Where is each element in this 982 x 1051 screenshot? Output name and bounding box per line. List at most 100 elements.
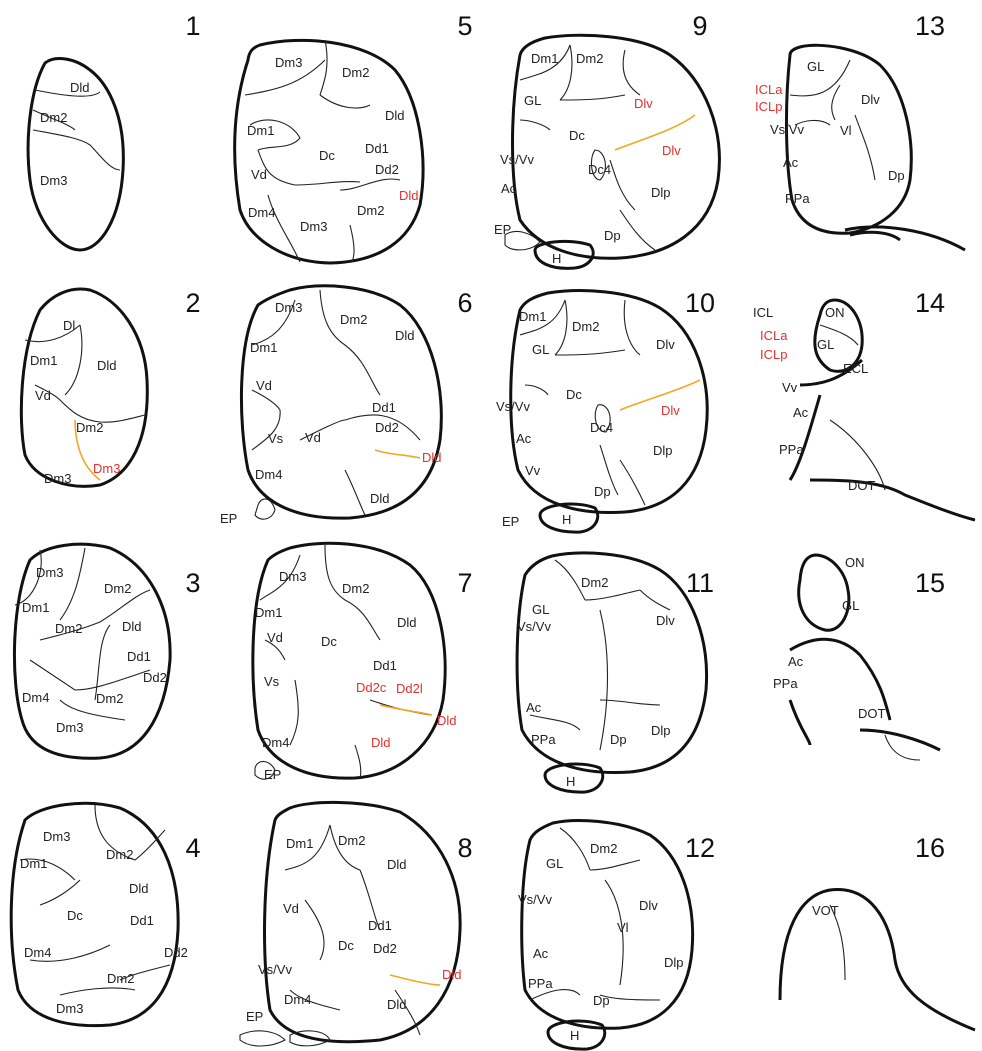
region-label: Dc — [67, 908, 83, 923]
region-label: Dm1 — [247, 123, 274, 138]
region-label: ICLp — [760, 347, 787, 362]
region-label: Dm4 — [262, 735, 289, 750]
region-label: DOT — [848, 478, 876, 493]
region-label: Ac — [501, 181, 517, 196]
region-label: Ac — [533, 946, 549, 961]
region-label: PPa — [531, 732, 556, 747]
region-label: Dld — [129, 881, 149, 896]
region-label: Dm3 — [43, 829, 70, 844]
region-label: Dm3 — [279, 569, 306, 584]
section-number: 6 — [457, 288, 472, 318]
region-label: Dm3 — [44, 471, 71, 486]
region-label: Dc — [569, 128, 585, 143]
region-label: GL — [546, 856, 563, 871]
region-label: Vd — [251, 167, 267, 182]
region-label: Dm2 — [106, 847, 133, 862]
section-number: 9 — [692, 11, 707, 41]
region-label: H — [552, 251, 561, 266]
section-number: 16 — [915, 833, 945, 863]
region-label: GL — [817, 337, 834, 352]
region-label: Dd1 — [130, 913, 154, 928]
region-label: Dm1 — [255, 605, 282, 620]
region-label: Dld — [387, 857, 407, 872]
region-label: Dm3 — [40, 173, 67, 188]
region-label: Dd2 — [375, 162, 399, 177]
region-label: Ac — [526, 700, 542, 715]
section-8: 8Dm1Dm2DldVdDd1DcDd2Vs/VvDldDm4DldEP — [246, 833, 473, 1024]
region-label: Dd1 — [365, 141, 389, 156]
region-label: Dm4 — [248, 205, 275, 220]
region-label: Vs/Vv — [496, 399, 530, 414]
region-label: Dld — [70, 80, 90, 95]
section-number: 7 — [457, 568, 472, 598]
region-label: Dlv — [656, 337, 675, 352]
region-label: Dm1 — [250, 340, 277, 355]
region-label: Dld — [370, 491, 390, 506]
region-label: Dp — [594, 484, 611, 499]
region-label: Vs — [264, 674, 280, 689]
region-label: GL — [524, 93, 541, 108]
region-label: Vs/Vv — [500, 152, 534, 167]
section-7: 7Dm3Dm2Dm1DldVdDcDd1Dd2cDd2lVsDldDldDm4E… — [255, 568, 473, 782]
region-label: Dc — [321, 634, 337, 649]
region-label: Dm1 — [30, 353, 57, 368]
section-number: 1 — [185, 11, 200, 41]
region-label: Dld — [437, 713, 457, 728]
region-label: PPa — [773, 676, 798, 691]
region-label: Dm3 — [56, 1001, 83, 1016]
region-label: Dm3 — [56, 720, 83, 735]
region-label: EP — [246, 1009, 263, 1024]
region-label: Dld — [122, 619, 142, 634]
section-number: 14 — [915, 288, 945, 318]
region-label: Vd — [35, 388, 51, 403]
region-label: PPa — [528, 976, 553, 991]
region-label: ON — [845, 555, 865, 570]
region-label: Dm3 — [275, 300, 302, 315]
region-label: Dd2l — [396, 681, 423, 696]
region-label: H — [562, 512, 571, 527]
region-label: EP — [220, 511, 237, 526]
region-label: Dm3 — [300, 219, 327, 234]
region-label: Dc — [338, 938, 354, 953]
region-label: Dlv — [661, 403, 680, 418]
region-label: Vs/Vv — [258, 962, 292, 977]
region-label: Dd2 — [373, 941, 397, 956]
region-label: Ac — [783, 155, 799, 170]
region-label: Dm2 — [357, 203, 384, 218]
region-label: Vd — [305, 430, 321, 445]
region-label: Vv — [525, 463, 541, 478]
region-label: Dd2 — [164, 945, 188, 960]
section-10: 10Dm1Dm2GLDlvVs/VvDcDlvAcDc4DlpVvDpEPH — [496, 288, 715, 529]
region-label: Dm2 — [104, 581, 131, 596]
region-label: GL — [532, 602, 549, 617]
region-label: Vd — [267, 630, 283, 645]
section-16: 16VOT — [812, 833, 945, 918]
region-label: Vs/Vv — [517, 619, 551, 634]
region-label: GL — [807, 59, 824, 74]
region-label: EP — [264, 767, 281, 782]
region-label: Dlv — [861, 92, 880, 107]
section-number: 12 — [685, 833, 715, 863]
region-label: H — [570, 1028, 579, 1043]
region-label: Dm3 — [36, 565, 63, 580]
region-label: Dm2 — [576, 51, 603, 66]
region-label: GL — [532, 342, 549, 357]
region-label: Ac — [788, 654, 804, 669]
region-label: Dld — [387, 997, 407, 1012]
region-label: Dc — [566, 387, 582, 402]
region-label: Dp — [888, 168, 905, 183]
region-label: Dm2 — [572, 319, 599, 334]
section-number: 2 — [185, 288, 200, 318]
region-label: Dd1 — [373, 658, 397, 673]
region-label: ICL — [753, 305, 773, 320]
region-label: ON — [825, 305, 845, 320]
section-13: 13GLICLaICLpDlvVs/VvVlAcDpPPa — [755, 11, 945, 206]
region-label: Dp — [593, 993, 610, 1008]
region-label: Vd — [283, 901, 299, 916]
region-label: Dlp — [651, 723, 671, 738]
section-number: 3 — [185, 568, 200, 598]
section-number: 10 — [685, 288, 715, 318]
region-label: Dp — [610, 732, 627, 747]
region-label: Vs/Vv — [518, 892, 552, 907]
